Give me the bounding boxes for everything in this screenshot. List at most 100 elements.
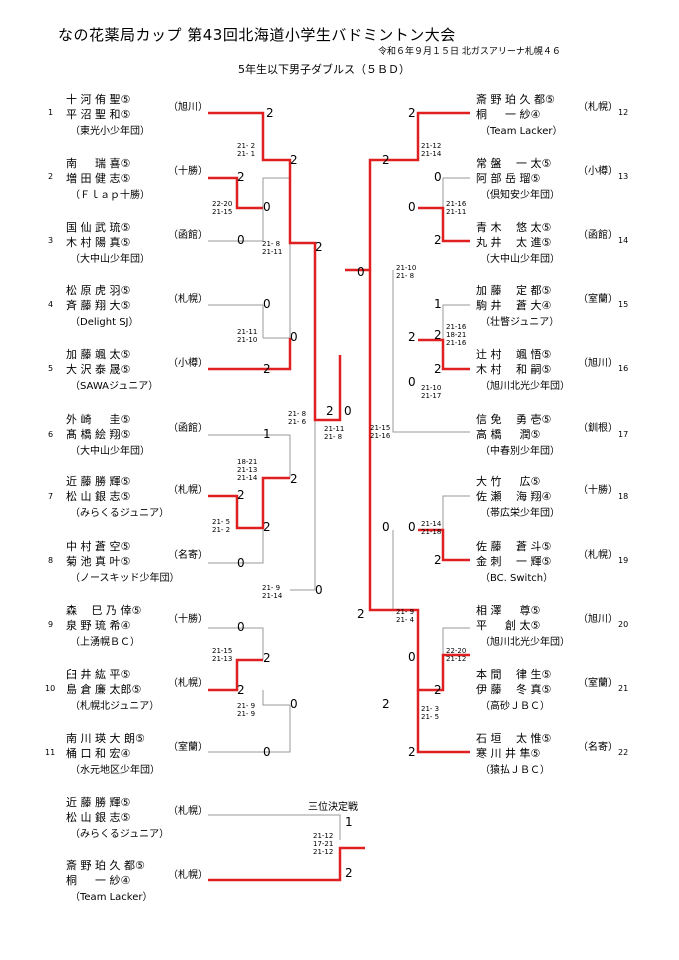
region-label: （小樽） — [168, 358, 208, 369]
club-name: （大中山少年団） — [70, 446, 150, 457]
region-label: （函館） — [168, 423, 208, 434]
club-name: （水元地区少年団） — [70, 765, 160, 776]
player-name: 斎 野 珀 久 都⑤ — [66, 859, 145, 872]
match-score: 17-21 — [313, 840, 334, 848]
match-result: 2 — [434, 553, 442, 567]
event-category: 5年生以下男子ダブルス（５ＢＤ） — [238, 63, 410, 76]
club-name: （Team Lacker） — [480, 126, 563, 137]
match-result: 0 — [357, 265, 365, 279]
club-name: （猿払ＪＢＣ） — [480, 765, 550, 776]
match-score: 21-10 21-17 — [421, 384, 442, 400]
player-name: 近 藤 勝 輝⑤ — [66, 475, 131, 488]
match-result: 0 — [290, 330, 298, 344]
match-result: 2 — [290, 472, 298, 486]
match-score: 21- 8 21- 6 — [288, 410, 307, 426]
match-result: 2 — [263, 520, 271, 534]
player-name: 駒 井 蒼 大④ — [476, 299, 552, 312]
match-score: 21-15 21-13 — [212, 647, 233, 663]
player-name: 菊 池 真 叶⑤ — [66, 555, 131, 568]
player-name: 国 仙 武 琉⑤ — [66, 221, 131, 234]
match-result: 2 — [326, 404, 334, 418]
club-name: （上湧幌ＢＣ） — [70, 637, 140, 648]
match-result: 2 — [408, 330, 416, 344]
player-name: 臼 井 紘 平⑤ — [66, 668, 131, 681]
player-name: 島 倉 廉 太郎⑤ — [66, 683, 142, 696]
player-name: 髙 橋 絵 翔⑤ — [66, 428, 131, 441]
match-result: 1 — [345, 815, 353, 829]
region-label: （名寄） — [578, 742, 618, 753]
match-score: 21- 9 21- 4 — [396, 608, 415, 624]
region-label: （旭川） — [578, 614, 618, 625]
entry-number: 16 — [618, 364, 629, 373]
player-name: 伊 藤 冬 真⑤ — [476, 683, 552, 696]
match-result: 0 — [315, 583, 323, 597]
player-name: 森 巳 乃 倖⑤ — [66, 604, 142, 617]
match-result: 2 — [290, 153, 298, 167]
match-result: 0 — [434, 170, 442, 184]
entry-number: 21 — [618, 684, 629, 693]
player-name: 泉 野 琉 希④ — [66, 619, 131, 632]
player-name: 近 藤 勝 輝⑤ — [66, 796, 131, 809]
region-label: （札幌） — [168, 870, 208, 881]
match-result: 2 — [382, 697, 390, 711]
player-name: 大 沢 泰 晟⑤ — [66, 363, 131, 376]
match-score: 21- 2 21- 1 — [237, 142, 256, 158]
match-result: 2 — [434, 328, 442, 342]
region-label: （札幌） — [168, 806, 208, 817]
player-name: 斎 野 珀 久 都⑤ — [476, 93, 555, 106]
match-score: 21-12 — [313, 848, 334, 856]
match-result: 2 — [434, 233, 442, 247]
player-name: 南 川 瑛 大 朗⑤ — [66, 732, 145, 745]
player-name: 平 創 太⑤ — [476, 619, 541, 632]
region-label: （室蘭） — [168, 742, 208, 753]
player-name: 増 田 健 志⑤ — [66, 172, 131, 185]
player-name: 加 藤 颯 太⑤ — [66, 348, 131, 361]
match-score: 21-16 21-11 — [446, 200, 467, 216]
match-result: 2 — [382, 153, 390, 167]
entry-number: 4 — [48, 300, 54, 309]
club-name: （Team Lacker） — [70, 892, 153, 903]
match-result: 0 — [382, 520, 390, 534]
match-result: 0 — [344, 404, 352, 418]
player-name: 十 河 侑 聖⑤ — [66, 93, 131, 106]
entry-number: 7 — [48, 492, 54, 501]
match-result: 0 — [237, 620, 245, 634]
entry-number: 2 — [48, 172, 54, 181]
club-name: （帯広栄少年団） — [480, 508, 560, 519]
match-result: 0 — [263, 297, 271, 311]
player-name: 木 村 陽 真⑤ — [66, 236, 131, 249]
event-date-venue: 令和６年９月１５日 北ガスアリーナ札幌４６ — [378, 47, 561, 57]
entry-number: 13 — [618, 172, 629, 181]
player-name: 常 盤 一 太⑤ — [476, 157, 552, 170]
region-label: （札幌） — [578, 550, 618, 561]
match-result: 2 — [266, 106, 274, 120]
region-label: （旭川） — [578, 358, 618, 369]
match-score: 21-11 21-10 — [237, 328, 258, 344]
match-result: 2 — [237, 170, 245, 184]
match-result: 2 — [434, 362, 442, 376]
region-label: （函館） — [578, 230, 618, 241]
match-result: 0 — [237, 233, 245, 247]
match-result: 1 — [263, 427, 271, 441]
match-score: 21- 9 21- 9 — [237, 702, 256, 718]
region-label: （札幌） — [168, 294, 208, 305]
match-score: 22-20 21-15 — [212, 200, 233, 216]
player-name: 桐 一 紗④ — [476, 108, 541, 121]
player-name: 金 刺 一 輝⑤ — [476, 555, 552, 568]
match-result: 0 — [408, 520, 416, 534]
match-result: 2 — [263, 651, 271, 665]
match-score: 21-15 21-16 — [370, 424, 391, 440]
club-name: （大中山少年団） — [480, 254, 560, 265]
entry-number: 1 — [48, 108, 54, 117]
match-score: 21-10 21- 8 — [396, 264, 417, 280]
entry-number: 19 — [618, 556, 629, 565]
club-name: （旭川北光少年団） — [480, 637, 570, 648]
match-score: 21- 9 21-14 — [262, 584, 283, 600]
player-name: 南 瑞 喜⑤ — [66, 157, 131, 170]
match-result: 2 — [237, 683, 245, 697]
region-label: （十勝） — [168, 614, 208, 625]
region-label: （札幌） — [578, 102, 618, 113]
player-name: 中 村 蒼 空⑤ — [66, 540, 131, 553]
match-result: 0 — [263, 745, 271, 759]
player-name: 高 橋 潤⑤ — [476, 428, 541, 441]
